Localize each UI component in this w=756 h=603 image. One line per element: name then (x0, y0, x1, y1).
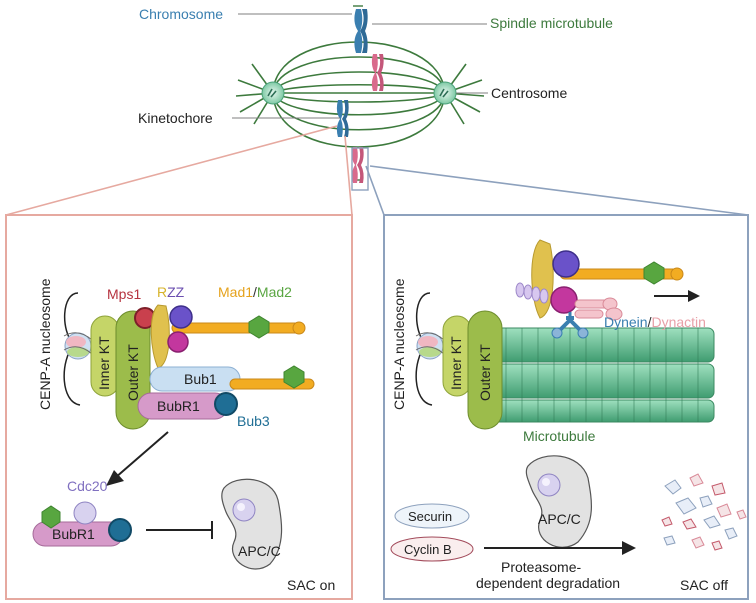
svg-text:Cyclin B: Cyclin B (404, 542, 452, 557)
inner-kt: Inner KT (90, 315, 120, 397)
inner-kt-right: Inner KT (442, 315, 472, 397)
degradation-arrow (484, 541, 636, 555)
degraded-fragments (661, 473, 747, 551)
mad1-mad2-complex (167, 305, 306, 353)
bub3-protein (214, 392, 238, 416)
centrosome-label: Centrosome (491, 85, 567, 101)
movement-arrow (654, 290, 700, 302)
cdc20-label: Cdc20 (67, 478, 108, 494)
spindle-microtubule-label: Spindle microtubule (490, 15, 613, 31)
mcc-complex: BubR1 (32, 501, 132, 547)
zoom-connectors (5, 125, 749, 216)
dynein-dynactin-label: Dynein/Dynactin (604, 314, 706, 330)
svg-text:BubR1: BubR1 (157, 398, 200, 414)
apcc-left: APC/C (221, 478, 283, 570)
cenpa-label: CENP-A nucleosome (37, 278, 53, 410)
dynein-dynactin-complex (515, 239, 684, 339)
arrow-to-mcc (106, 431, 169, 486)
svg-text:APC/C: APC/C (238, 543, 281, 559)
chromosome-blue-top (354, 9, 368, 53)
spindle: Chromosome Spindle microtubule Centrosom… (138, 5, 613, 183)
mps1-label: Mps1 (107, 286, 141, 302)
svg-text:Outer KT: Outer KT (477, 344, 493, 401)
microtubule-label: Microtubule (523, 428, 596, 444)
securin-substrate: Securin (394, 503, 470, 529)
kinetochore-label: Kinetochore (138, 110, 213, 126)
svg-text:APC/C: APC/C (538, 511, 581, 527)
svg-text:Inner KT: Inner KT (96, 336, 112, 390)
svg-text:Bub1: Bub1 (184, 371, 217, 387)
chromosome-label: Chromosome (139, 6, 223, 22)
svg-text:Outer KT: Outer KT (125, 344, 141, 401)
svg-text:BubR1: BubR1 (52, 526, 95, 542)
proteasome-label-line2: dependent degradation (476, 575, 620, 591)
microtubule-bundle (475, 327, 715, 423)
centrosome-left (261, 81, 285, 105)
chromosome-pink-bottom (351, 147, 364, 183)
right-panel-sac-off: CENP-A nucleosome Microtubule Inner KT O… (383, 214, 749, 600)
sac-off-label: SAC off (680, 577, 728, 593)
cenpa-nucleosome-right (415, 292, 445, 406)
svg-text:Securin: Securin (408, 509, 452, 524)
cenpa-nucleosome (63, 292, 93, 406)
mad1-mad2-label: Mad1/Mad2 (218, 284, 292, 300)
svg-text:Inner KT: Inner KT (448, 336, 464, 390)
centrosome-right (433, 81, 457, 105)
inhibition-line (146, 521, 213, 539)
rzz-label: RZZ (157, 284, 185, 300)
left-panel-sac-on: CENP-A nucleosome Inner KT Outer KT Mps1… (5, 214, 353, 600)
apcc-right: APC/C (525, 455, 593, 548)
outer-kt-right: Outer KT (467, 310, 503, 430)
proteasome-label-line1: Proteasome- (501, 559, 581, 575)
cenpa-label-right: CENP-A nucleosome (391, 278, 407, 410)
bub3-label: Bub3 (237, 413, 270, 429)
bub1-protein: Bub1 (149, 365, 315, 392)
cyclinb-substrate: Cyclin B (390, 536, 474, 562)
chromosome-pink-top (371, 54, 384, 91)
sac-on-label: SAC on (287, 577, 335, 593)
